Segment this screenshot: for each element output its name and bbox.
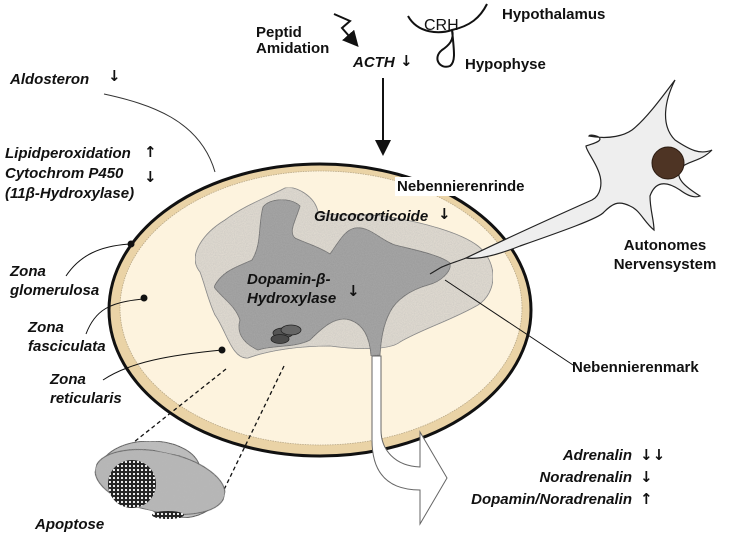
peptid-amidation-label: Peptid Amidation [256,23,329,58]
neuron-body [463,79,713,259]
mark-leader [444,279,574,366]
fasciculata-text: fasciculata [28,338,106,355]
zona-text: Zona [10,263,46,280]
zona-reticularis-label: Zona reticularis [50,370,122,408]
lipidperoxidation-up-arrow-icon: ↑ [144,143,157,161]
autonomes-text: Autonomes [623,237,707,254]
noradrenalin-trend-icon: ↓ [640,468,653,486]
fasciculata-dot [140,294,148,302]
cytochrom-down-arrow-icon: ↓ [144,168,157,186]
hypothalamus-pituitary-outline [407,3,488,68]
adrenalin-label: Adrenalin [562,447,632,464]
fasciculata-leader [85,298,144,335]
zona-text: Zona [28,319,64,336]
autonomes-nervensystem-label: Autonomes Nervensystem [610,236,720,274]
acth-down-arrow-icon: ↓ [400,52,413,70]
aldosteron-leader [103,93,216,173]
lightning-arrow [333,13,359,48]
dopamin-noradrenalin-trend-icon: ↑ [640,490,653,508]
nebennierenrinde-label: Nebennierenrinde [395,177,527,196]
amidation-text: Amidation [256,40,330,57]
dopamin-beta-text: Dopamin-β- [247,271,331,288]
zona-fasciculata-label: Zona fasciculata [28,318,106,356]
lipidperoxidation-label: Lipidperoxidation [5,145,131,162]
zoom-line-left [123,368,227,451]
peptid-text: Peptid [256,24,302,41]
glucocorticoide-down-arrow-icon: ↓ [438,205,451,223]
zona-glomerulosa-label: Zona glomerulosa [10,262,99,300]
output-list: Adrenalin ↓↓ Noradrenalin ↓ Dopamin/Nora… [440,446,670,512]
glucocorticoide-label: Glucocorticoide [314,208,429,225]
output-row: Dopamin/Noradrenalin ↑ [440,490,670,512]
noradrenalin-label: Noradrenalin [539,469,632,486]
acth-label: ACTH [353,54,395,71]
aldosteron-label: Aldosteron [10,71,90,88]
dbh-down-arrow-icon: ↓ [347,282,360,300]
nervensystem-text: Nervensystem [613,256,717,273]
cytochrom-label: Cytochrom P450 [5,165,124,182]
axon [429,257,467,275]
dopamin-noradrenalin-label: Dopamin/Noradrenalin [471,491,632,508]
glomerulosa-leader [65,243,131,277]
crh-label: CRH [424,17,459,34]
hydroxylase-text: Hydroxylase [247,290,337,307]
secretion-arrow [371,355,448,526]
adrenalin-trend-icon: ↓↓ [640,446,666,464]
reticularis-dot [218,346,226,354]
zona-text: Zona [50,371,86,388]
reticularis-leader [102,349,223,381]
hydroxylase11-label: (11β-Hydroxylase) [5,185,135,202]
adrenal-medulla [213,199,451,357]
reticularis-text: reticularis [50,390,122,407]
dbh-label: Dopamin-β- Hydroxylase [247,270,336,308]
output-row: Noradrenalin ↓ [440,468,670,490]
glomerulosa-text: glomerulosa [10,282,100,299]
aldosteron-down-arrow-icon: ↓ [108,67,121,85]
hypothalamus-label: Hypothalamus [502,6,606,23]
output-row: Adrenalin ↓↓ [440,446,670,468]
chromaffin-cluster [270,324,302,344]
apoptose-label: Apoptose [35,516,105,533]
hypophyse-label: Hypophyse [465,56,546,73]
glomerulosa-dot [127,240,135,248]
nebennierenmark-label: Nebennierenmark [572,359,699,376]
apoptotic-cells [94,440,226,519]
neuron-nucleus [651,146,685,180]
